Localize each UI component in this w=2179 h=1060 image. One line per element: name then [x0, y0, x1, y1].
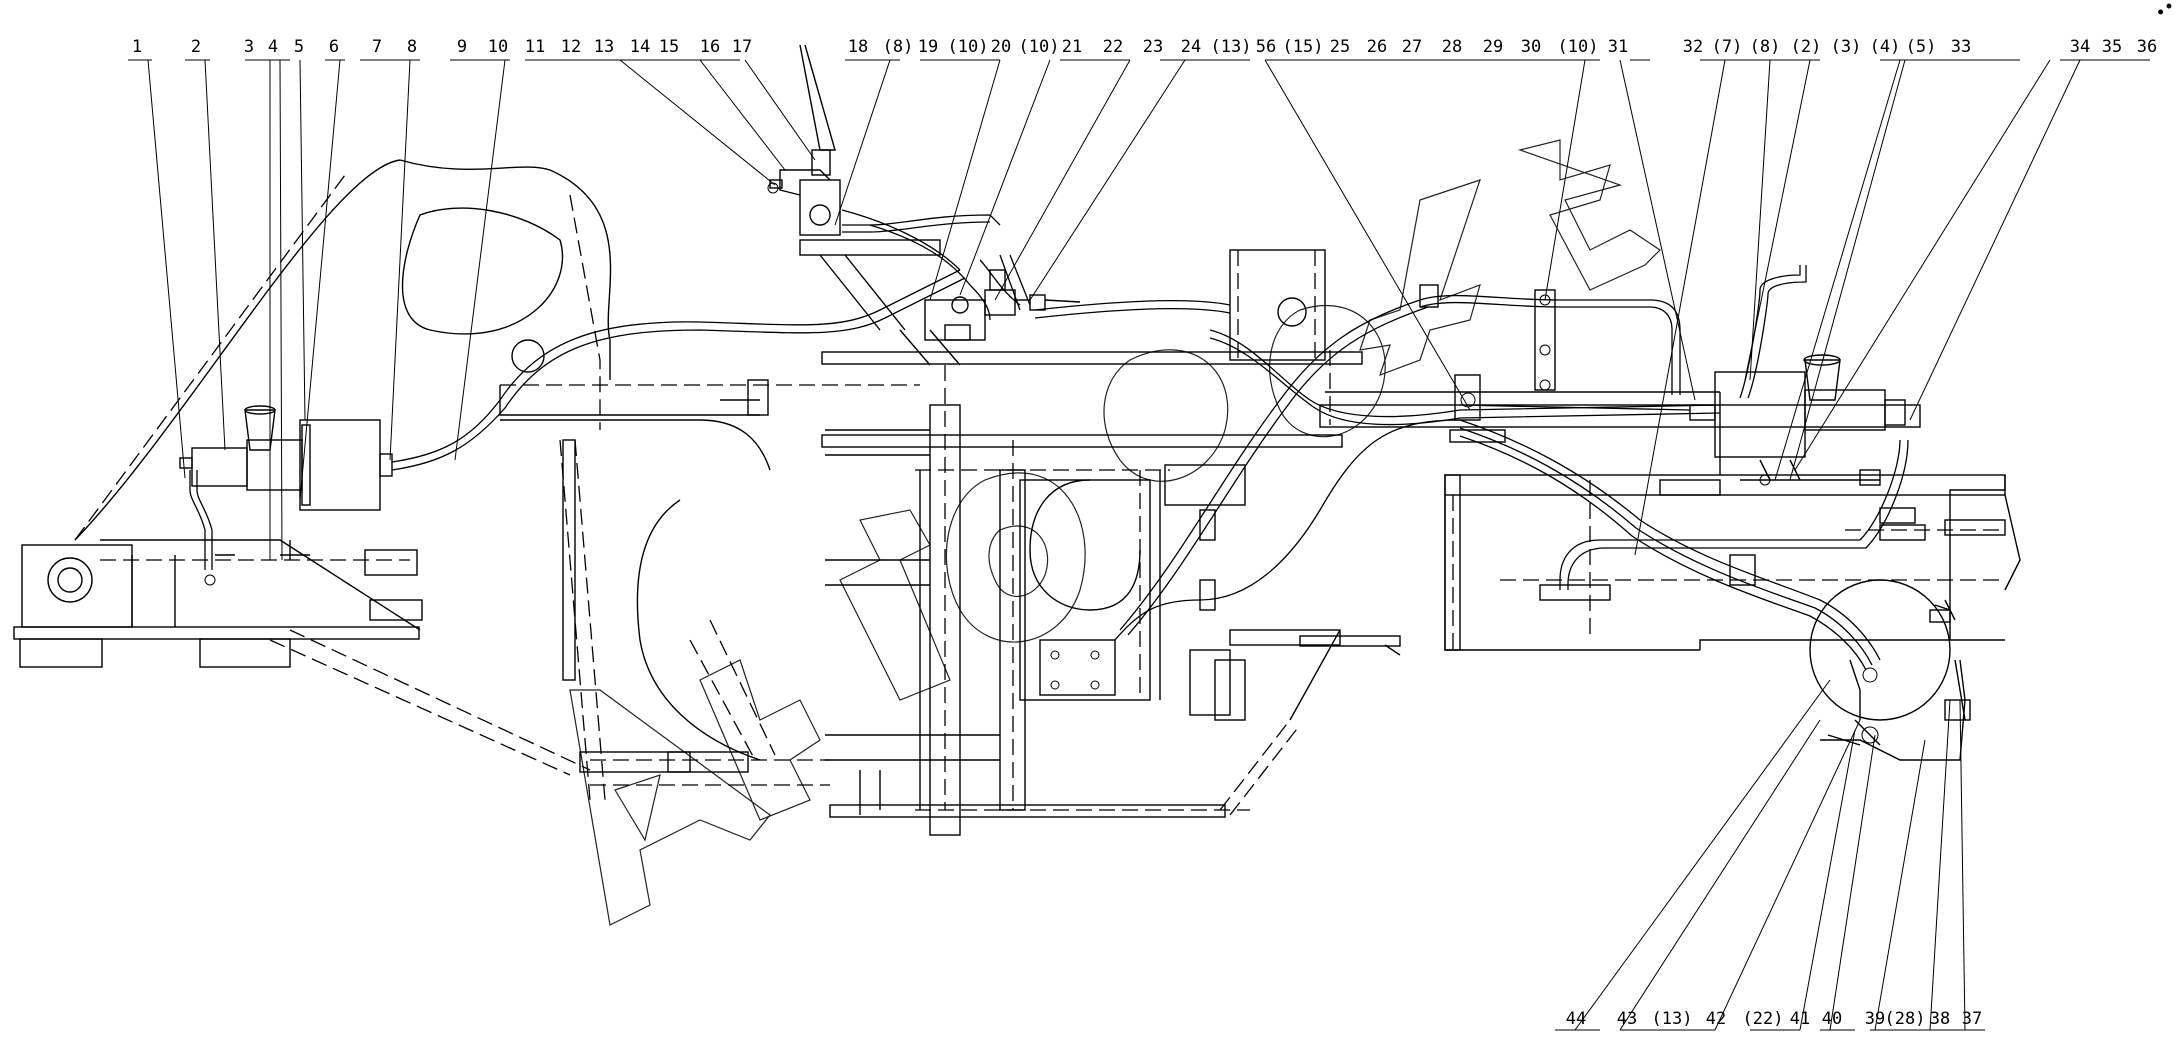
callout-label: 33	[1951, 37, 1971, 57]
callout-label: (4)	[1870, 37, 1901, 57]
callout-label: 39	[1865, 1009, 1885, 1029]
callout-label: 5	[294, 37, 304, 57]
callout-label: 24	[1181, 37, 1201, 57]
callout-label: 2	[191, 37, 201, 57]
callout-label: (10)	[1019, 37, 1060, 57]
callout-label: 1	[132, 37, 142, 57]
callout-label: 42	[1706, 1009, 1726, 1029]
bottom-callouts: 44 43 (13) 42 (22) 41 40 39(28)38 37	[1566, 1009, 1982, 1029]
callout-label: 12	[561, 37, 581, 57]
callout-label: 26	[1367, 37, 1387, 57]
callout-label: (15)	[1283, 37, 1324, 57]
callout-label: 34	[2070, 37, 2090, 57]
left-master-cylinder	[179, 405, 393, 586]
callout-label: (10)	[1558, 37, 1599, 57]
callout-label: 14	[630, 37, 650, 57]
right-booster	[1689, 354, 1906, 486]
callout-label: 8	[407, 37, 417, 57]
callout-label: (7)	[1712, 37, 1743, 57]
callout-label: 6	[329, 37, 339, 57]
callout-label: 4	[268, 37, 278, 57]
left-chassis	[13, 159, 591, 776]
callout-label: 15	[659, 37, 679, 57]
callout-label: (13)	[1211, 37, 1252, 57]
callout-label: 19	[918, 37, 938, 57]
callout-label: 17	[732, 37, 752, 57]
callout-label: (8)	[883, 37, 914, 57]
callout-label: (22)	[1743, 1009, 1784, 1029]
callout-label: 30	[1521, 37, 1541, 57]
callout-label: (13)	[1652, 1009, 1693, 1029]
callout-label: (5)	[1906, 37, 1937, 57]
callout-label: 3	[244, 37, 254, 57]
callout-label: 23	[1143, 37, 1163, 57]
corner-mark: ••	[2151, 0, 2179, 24]
callout-label: 41	[1790, 1009, 1810, 1029]
callout-leaders	[128, 59, 2150, 1031]
callout-label: 25	[1330, 37, 1350, 57]
callout-label: 11	[525, 37, 545, 57]
callout-label: 7	[372, 37, 382, 57]
brake-pipes	[391, 209, 1909, 671]
callout-label: 27	[1402, 37, 1422, 57]
callout-label: 35	[2102, 37, 2122, 57]
callout-label: 29	[1483, 37, 1503, 57]
callout-label: 40	[1822, 1009, 1842, 1029]
callout-label: 37	[1962, 1009, 1982, 1029]
right-frame	[1229, 249, 2021, 656]
callout-label: 56	[1256, 37, 1276, 57]
watermark	[569, 139, 1661, 926]
callout-label: 21	[1062, 37, 1082, 57]
callout-label: 32	[1683, 37, 1703, 57]
callout-label: 43	[1617, 1009, 1637, 1029]
callout-label: 13	[594, 37, 614, 57]
callout-label: (10)	[948, 37, 989, 57]
callout-label: (2)	[1791, 37, 1822, 57]
callout-label: 31	[1608, 37, 1628, 57]
valve-cluster	[767, 44, 1081, 366]
callout-label: 28	[1442, 37, 1462, 57]
callout-label: (28)	[1885, 1009, 1926, 1029]
callout-label: 22	[1103, 37, 1123, 57]
callout-label: 16	[700, 37, 720, 57]
callout-label: (3)	[1831, 37, 1862, 57]
callout-label: 18	[848, 37, 868, 57]
callout-label: (8)	[1750, 37, 1781, 57]
callout-label: 38	[1930, 1009, 1950, 1029]
callout-label: 36	[2137, 37, 2157, 57]
center-frame	[399, 159, 1363, 836]
callout-label: 44	[1566, 1009, 1586, 1029]
air-tank	[1809, 579, 1971, 761]
callout-label: 20	[991, 37, 1011, 57]
callout-label: 9	[457, 37, 467, 57]
junction-bracket	[1419, 284, 1556, 443]
callout-label: 10	[488, 37, 508, 57]
